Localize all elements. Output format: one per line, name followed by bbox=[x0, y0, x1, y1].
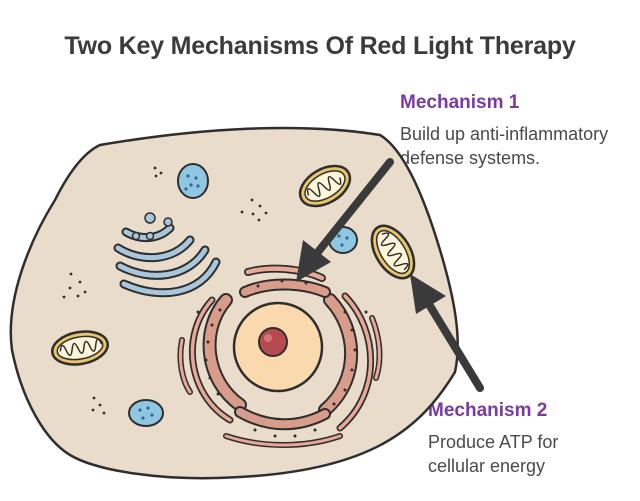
mechanism-2-heading: Mechanism 2 bbox=[428, 400, 548, 421]
vesicle-top bbox=[177, 163, 209, 199]
mechanism-1-description: Build up anti-inflammatory defense syste… bbox=[400, 122, 640, 170]
mechanism-2-description-line-1: Produce ATP for bbox=[428, 432, 559, 452]
cytoplasm-dots bbox=[62, 166, 268, 415]
mitochondrion-top-right bbox=[298, 164, 352, 208]
ribosomes bbox=[196, 279, 368, 438]
golgi-apparatus bbox=[113, 223, 221, 298]
cell-membrane bbox=[9, 126, 459, 480]
mitochondrion-left bbox=[51, 330, 109, 366]
mitochondrion-right bbox=[370, 224, 416, 280]
mechanism-1-arrow bbox=[296, 158, 394, 282]
mechanism-1-description-line-1: Build up anti-inflammatory bbox=[400, 124, 609, 144]
endoplasmic-reticulum bbox=[177, 264, 383, 448]
mechanism-2-description-line-2: cellular energy bbox=[428, 456, 546, 476]
nucleolus-highlight bbox=[264, 334, 272, 342]
vesicle-bottom bbox=[128, 399, 164, 427]
mechanism-1-description-line-2: defense systems. bbox=[400, 148, 541, 168]
nucleolus bbox=[258, 327, 288, 357]
page-title: Two Key Mechanisms Of Red Light Therapy bbox=[64, 32, 576, 60]
mechanism-2-arrow bbox=[410, 274, 484, 392]
mechanism-1-heading: Mechanism 1 bbox=[400, 92, 520, 113]
golgi-vesicles bbox=[131, 212, 173, 241]
mechanism-2-description: Produce ATP for cellular energy bbox=[428, 430, 628, 478]
